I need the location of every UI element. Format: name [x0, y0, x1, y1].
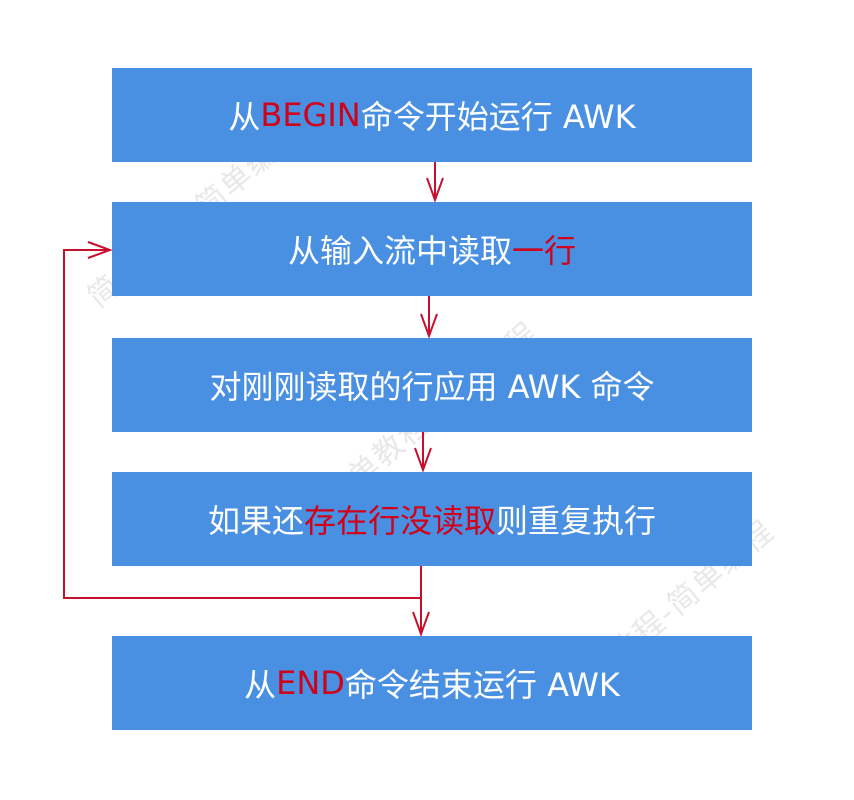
- step-end-label: 从: [244, 666, 277, 704]
- step-end-box: 从 END 命令结束运行 AWK: [112, 636, 752, 730]
- step-begin-label-rest: 命令开始运行 AWK: [360, 98, 636, 136]
- step-repeat-highlight: 存在行没读取: [303, 502, 496, 540]
- step-begin-label: 从: [228, 98, 261, 136]
- step-read-line-highlight: 一行: [512, 232, 577, 270]
- step-begin-box: 从 BEGIN 命令开始运行 AWK: [112, 68, 752, 162]
- arrow-repeat-to-end: [412, 566, 430, 637]
- arrow-begin-to-read: [426, 162, 444, 203]
- step-apply-commands-box: 对刚刚读取的行应用 AWK 命令: [112, 338, 752, 432]
- step-begin-keyword: BEGIN: [260, 96, 361, 134]
- step-repeat-label-rest: 则重复执行: [496, 502, 657, 540]
- step-apply-commands-label: 对刚刚读取的行应用 AWK 命令: [209, 368, 655, 406]
- step-read-line-label: 从输入流中读取: [287, 232, 512, 270]
- step-read-line-box: 从输入流中读取一行: [112, 202, 752, 296]
- arrow-read-to-apply: [420, 296, 438, 339]
- step-end-keyword: END: [276, 664, 345, 702]
- step-end-label-rest: 命令结束运行 AWK: [344, 666, 620, 704]
- step-repeat-box: 如果还存在行没读取则重复执行: [112, 472, 752, 566]
- arrow-apply-to-repeat: [414, 432, 432, 473]
- step-repeat-label: 如果还: [207, 502, 304, 540]
